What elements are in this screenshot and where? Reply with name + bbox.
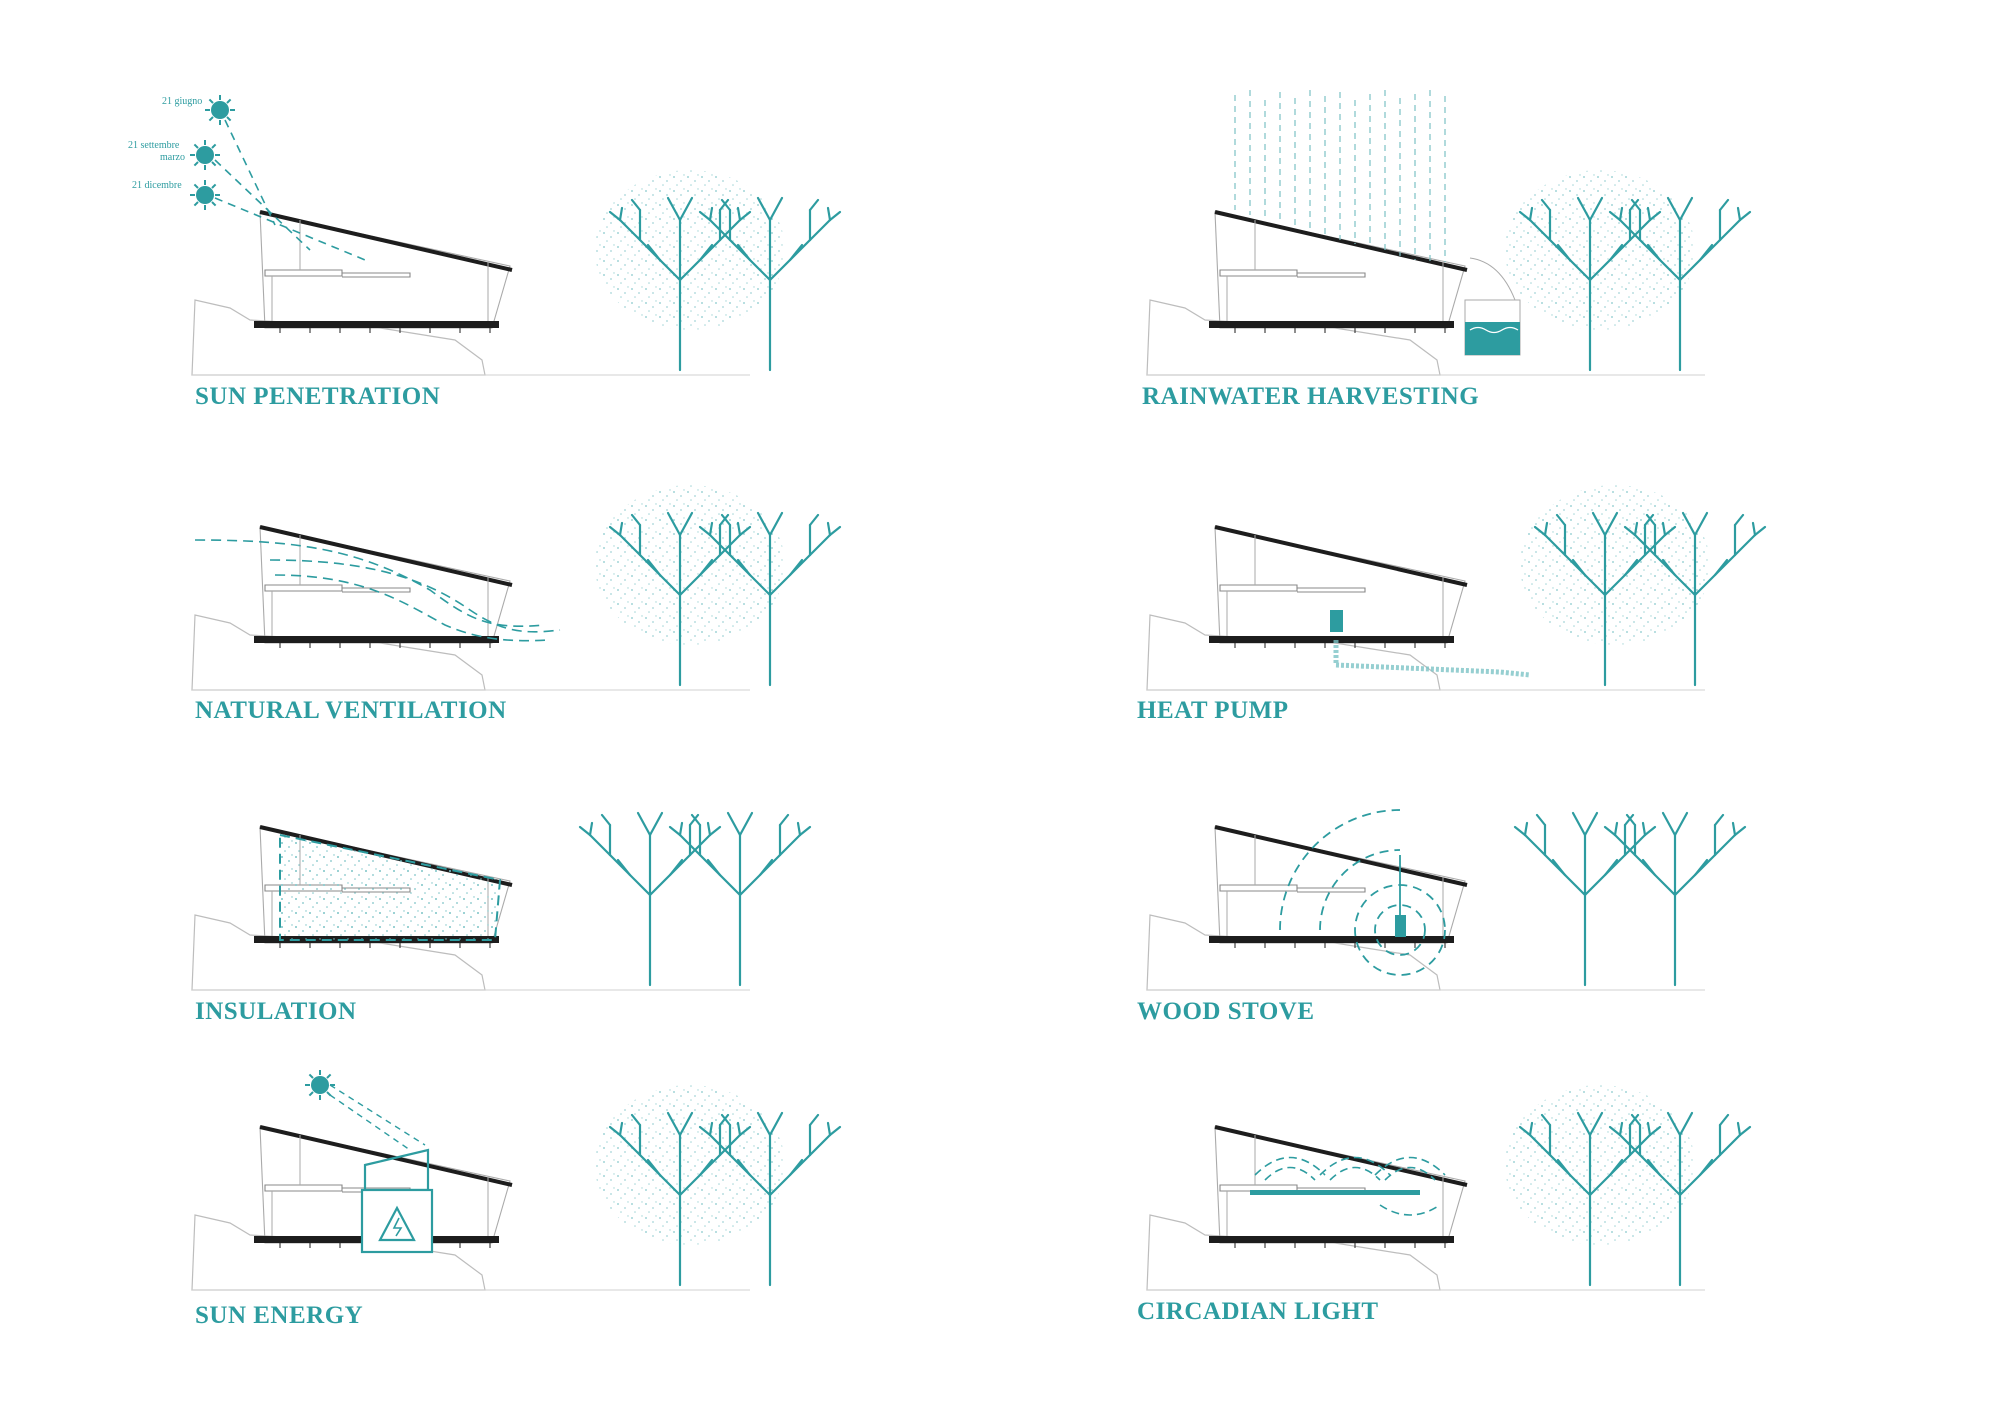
trees-rainwater [1505, 170, 1750, 370]
sun-label-march: marzo [160, 152, 185, 163]
sun-icon [204, 94, 236, 126]
water-tank-icon [1464, 257, 1521, 356]
title-sun-penetration: SUN PENETRATION [195, 383, 441, 410]
trees-insulation [578, 811, 812, 987]
title-natural-ventilation: NATURAL VENTILATION [195, 697, 507, 724]
battery-lightning-icon [360, 1148, 434, 1254]
title-heat-pump: HEAT PUMP [1137, 697, 1289, 724]
trees-heat-pump [1520, 485, 1765, 685]
sun-label-december: 21 dicembre [132, 180, 182, 191]
trees-circadian-light [1505, 1085, 1750, 1285]
trees-sun-energy [595, 1085, 840, 1285]
title-insulation: INSULATION [195, 998, 357, 1025]
sun-penetration-suns: 21 giugno 21 settembre marzo 21 dicembre [128, 94, 371, 263]
title-wood-stove: WOOD STOVE [1137, 998, 1315, 1025]
panel-wood-stove [1145, 825, 1707, 992]
title-circadian-light: CIRCADIAN LIGHT [1137, 1298, 1379, 1325]
trees-natural-ventilation [595, 485, 840, 685]
trees-sun-penetration [595, 170, 840, 370]
airflow-lines [194, 539, 561, 642]
sun-icon [189, 179, 221, 211]
wood-stove-icon [1279, 809, 1446, 976]
circadian-light-icon [1250, 1156, 1446, 1216]
trees-wood-stove [1513, 811, 1747, 987]
title-rainwater-harvesting: RAINWATER HARVESTING [1142, 383, 1480, 410]
sun-label-september: 21 settembre [128, 140, 180, 151]
heat-pump-unit-icon [1330, 610, 1531, 678]
title-sun-energy: SUN ENERGY [195, 1302, 364, 1329]
rain-streaks [1234, 90, 1446, 262]
insulation-fill [279, 833, 502, 941]
sun-label-june: 21 giugno [162, 96, 202, 107]
sun-icon [189, 139, 221, 171]
